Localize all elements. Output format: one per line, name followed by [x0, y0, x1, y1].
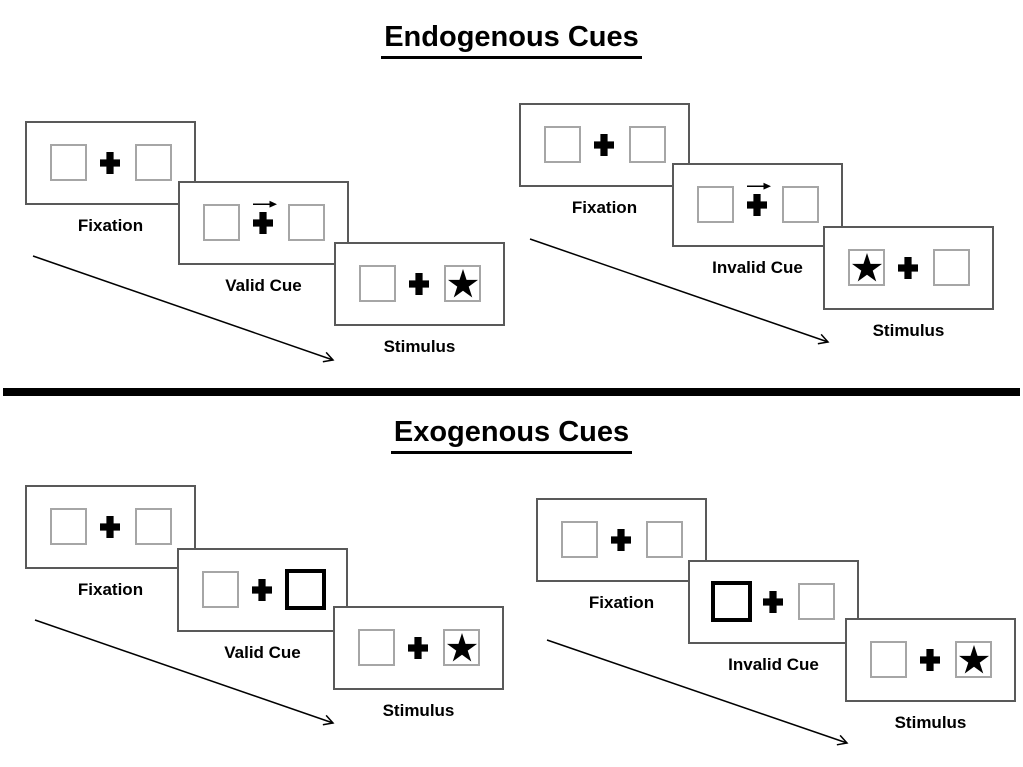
endogenous-invalid-stimulus-card — [823, 226, 994, 310]
right-arrow-cue-icon — [253, 200, 277, 208]
placeholder-box — [629, 126, 666, 163]
exogenous-invalid-fixation-card — [536, 498, 707, 582]
card-label: Fixation — [77, 216, 144, 235]
fixation-cross-icon — [253, 212, 273, 234]
section-divider — [3, 388, 1020, 396]
placeholder-box — [544, 126, 581, 163]
placeholder-box — [870, 641, 907, 678]
star-stimulus-icon — [447, 269, 478, 298]
exogenous-valid-fixation-card — [25, 485, 196, 569]
fixation-cross-icon — [747, 194, 767, 216]
star-box — [848, 249, 885, 286]
fixation-cross-icon — [611, 529, 631, 551]
star-box — [955, 641, 992, 678]
fixation-cross-icon — [594, 134, 614, 156]
bold-cue-box — [711, 581, 752, 622]
placeholder-box — [782, 186, 819, 223]
right-arrow-cue-icon — [747, 182, 771, 190]
card-label: Valid Cue — [225, 276, 302, 295]
endogenous-valid-cue-card — [178, 181, 349, 265]
placeholder-box — [50, 508, 87, 545]
star-stimulus-icon — [958, 645, 989, 674]
timeline-arrow-icon — [32, 255, 335, 363]
placeholder-box — [561, 521, 598, 558]
endogenous-valid-stimulus-card — [334, 242, 505, 326]
card-label: Stimulus — [872, 321, 945, 340]
fixation-cross-icon — [100, 516, 120, 538]
star-box — [444, 265, 481, 302]
card-label: Valid Cue — [224, 643, 301, 662]
placeholder-box — [135, 144, 172, 181]
placeholder-box — [798, 583, 835, 620]
placeholder-box — [202, 571, 239, 608]
fixation-cross-icon — [408, 637, 428, 659]
section-title-endogenous: Endogenous Cues — [0, 21, 1023, 59]
section-title-text: Exogenous Cues — [390, 416, 633, 454]
exogenous-valid-cue-card — [177, 548, 348, 632]
card-label: Stimulus — [383, 337, 456, 356]
section-title-text: Endogenous Cues — [381, 21, 642, 59]
fixation-cross-icon — [409, 273, 429, 295]
star-box — [443, 629, 480, 666]
bold-cue-box — [285, 569, 326, 610]
endogenous-valid-fixation-card — [25, 121, 196, 205]
card-label: Fixation — [77, 580, 144, 599]
fixation-cross-icon — [252, 579, 272, 601]
placeholder-box — [135, 508, 172, 545]
star-stimulus-icon — [446, 633, 477, 662]
timeline-arrow-icon — [34, 619, 335, 726]
endogenous-invalid-cue-card — [672, 163, 843, 247]
timeline-arrow-icon — [529, 238, 830, 345]
exogenous-invalid-stimulus-card — [845, 618, 1016, 702]
timeline-arrow-icon — [546, 639, 849, 746]
exogenous-valid-stimulus-card — [333, 606, 504, 690]
placeholder-box — [358, 629, 395, 666]
fixation-cross-icon — [763, 591, 783, 613]
placeholder-box — [646, 521, 683, 558]
fixation-cross-icon — [898, 257, 918, 279]
card-label: Stimulus — [894, 713, 967, 732]
card-label: Stimulus — [382, 701, 455, 720]
exogenous-invalid-cue-card — [688, 560, 859, 644]
section-title-exogenous: Exogenous Cues — [0, 416, 1023, 454]
placeholder-box — [697, 186, 734, 223]
star-stimulus-icon — [851, 253, 882, 282]
placeholder-box — [933, 249, 970, 286]
card-label: Invalid Cue — [728, 655, 819, 674]
placeholder-box — [50, 144, 87, 181]
placeholder-box — [203, 204, 240, 241]
card-label: Invalid Cue — [712, 258, 803, 277]
card-label: Fixation — [588, 593, 655, 612]
placeholder-box — [288, 204, 325, 241]
fixation-cross-icon — [100, 152, 120, 174]
endogenous-invalid-fixation-card — [519, 103, 690, 187]
placeholder-box — [359, 265, 396, 302]
fixation-cross-icon — [920, 649, 940, 671]
card-label: Fixation — [571, 198, 638, 217]
